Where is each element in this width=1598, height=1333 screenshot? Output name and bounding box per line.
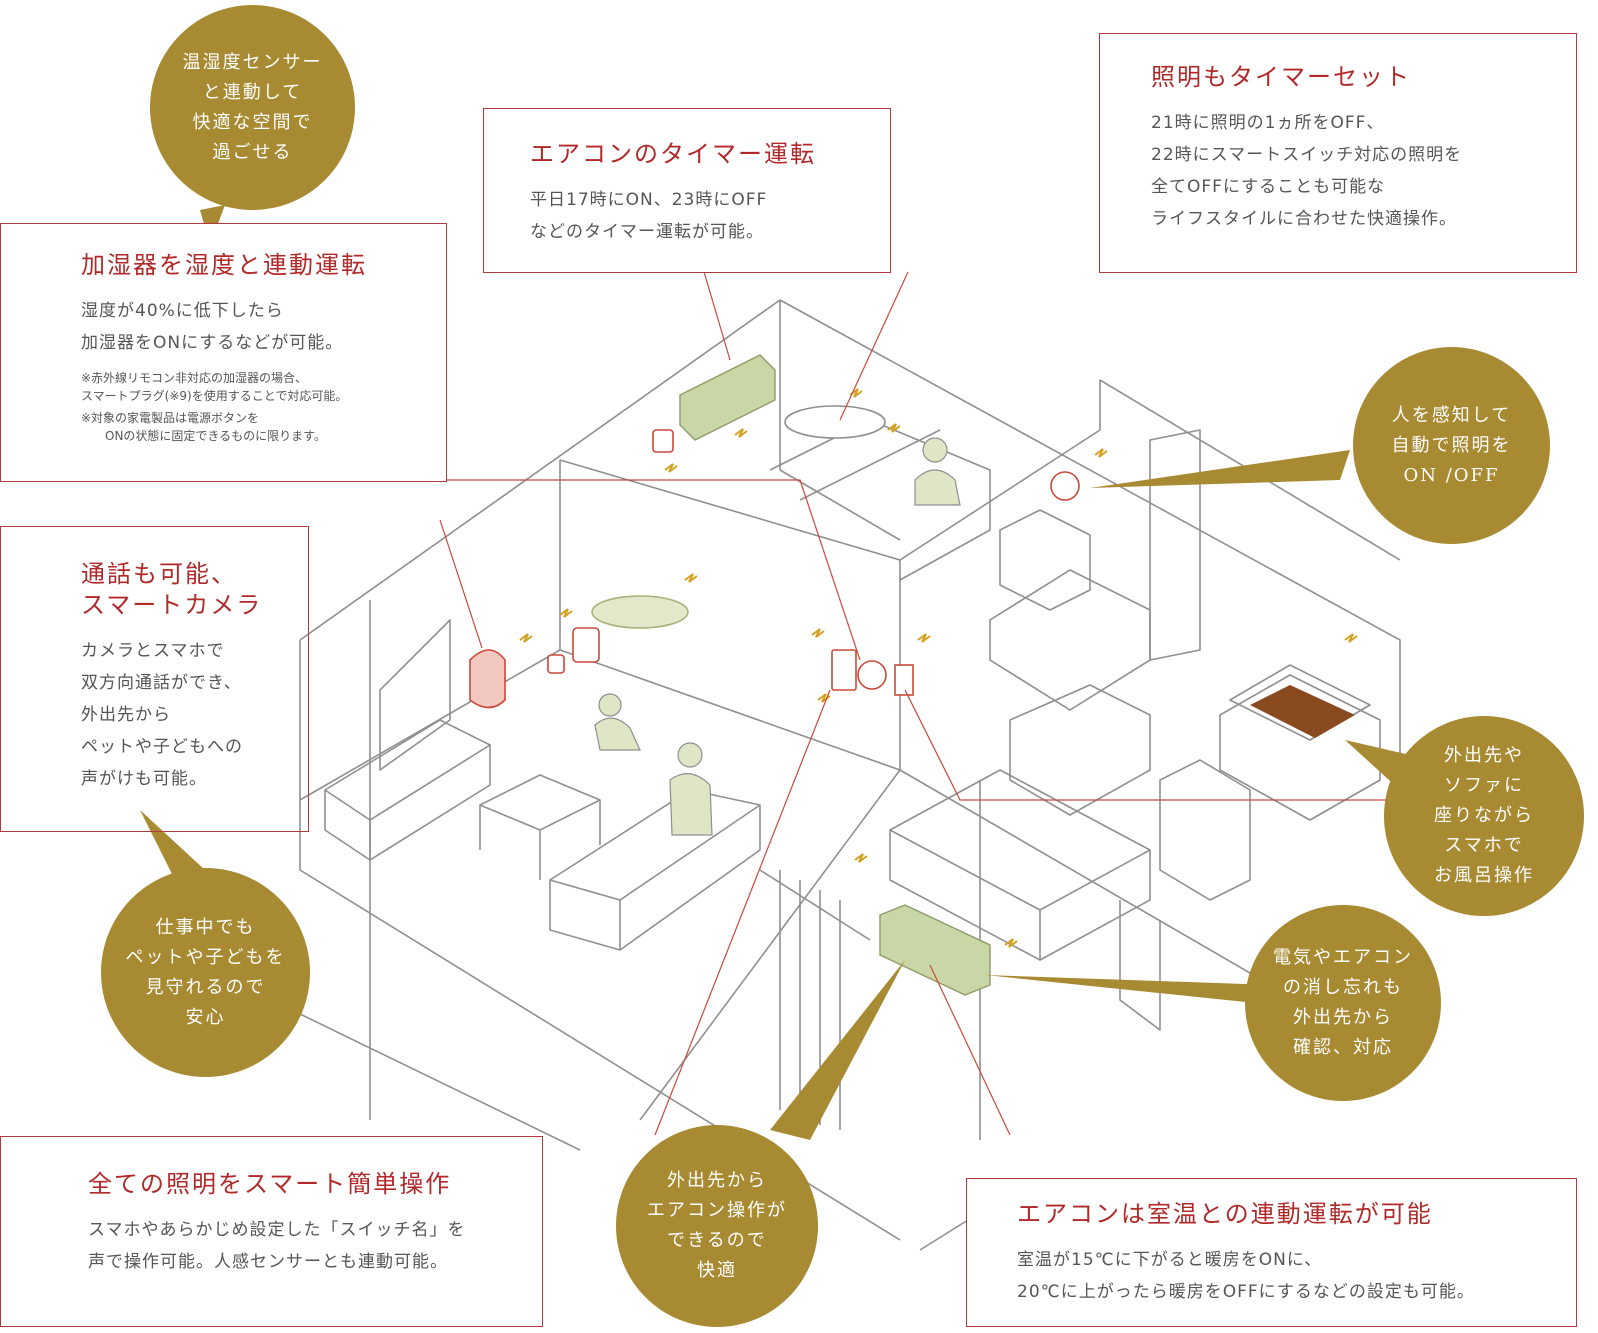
callout-title: エアコンのタイマー運転 xyxy=(530,140,816,168)
smart-camera xyxy=(469,649,506,709)
callout-body: 21時に照明の1ヵ所をOFF、 22時にスマートスイッチ対応の照明を 全てOFF… xyxy=(1151,113,1463,230)
ceiling-light-living xyxy=(591,595,689,629)
callout-light-timer: 照明もタイマーセット 21時に照明の1ヵ所をOFF、 22時にスマートスイッチ対… xyxy=(1099,33,1577,273)
callout-title: 通話も可能、 スマートカメラ xyxy=(81,560,263,620)
callout-title: 加湿器を湿度と連動運転 xyxy=(81,251,367,279)
callout-title: 照明もタイマーセット xyxy=(1151,63,1411,91)
air-conditioner-kitchen xyxy=(879,904,991,996)
bubble-forgot: 電気やエアコン の消し忘れも 外出先から 確認、対応 xyxy=(1245,905,1441,1101)
callout-all-lights: 全ての照明をスマート簡単操作 スマホやあらかじめ設定した「スイッチ名」を 声で操… xyxy=(0,1136,543,1327)
smart-plug-bedroom xyxy=(652,429,674,453)
bubble-remote-ac: 外出先から エアコン操作が できるので 快適 xyxy=(616,1125,818,1327)
callout-body: カメラとスマホで 双方向通話ができ、 外出先から ペットや子どもへの 声がけも可… xyxy=(81,641,243,790)
bubble-motion: 人を感知して 自動で照明を ON /OFF xyxy=(1353,347,1550,544)
person-bed xyxy=(922,437,948,463)
thermo-sensor xyxy=(894,664,914,696)
callout-title: エアコンは室温との連動運転が可能 xyxy=(1017,1200,1433,1228)
callout-body: スマホやあらかじめ設定した「スイッチ名」を 声で操作可能。人感センサーとも連動可… xyxy=(88,1220,466,1273)
person-adult xyxy=(677,742,703,768)
switch-panel xyxy=(831,649,857,691)
bubble-sensor: 温湿度センサー と連動して 快適な空間で 過ごせる xyxy=(150,5,355,210)
bubble-bath: 外出先や ソファに 座りながら スマホで お風呂操作 xyxy=(1384,716,1584,916)
callout-body: 平日17時にON、23時にOFF などのタイマー運転が可能。 xyxy=(530,190,768,243)
person-child xyxy=(598,693,622,717)
callout-title: 全ての照明をスマート簡単操作 xyxy=(88,1170,452,1198)
motion-sensor-living xyxy=(857,660,887,690)
callout-ac-timer: エアコンのタイマー運転 平日17時にON、23時にOFF などのタイマー運転が可… xyxy=(483,108,891,273)
callout-ac-temperature: エアコンは室温との連動運転が可能 室温が15℃に下がると暖房をONに、 20℃に… xyxy=(966,1178,1577,1327)
callout-smart-camera: 通話も可能、 スマートカメラ カメラとスマホで 双方向通話ができ、 外出先から … xyxy=(0,526,309,832)
air-conditioner-bedroom xyxy=(679,354,776,441)
callout-note: ※赤外線リモコン非対応の加湿器の場合、 スマートプラグ(※9)を使用することで対… xyxy=(81,371,348,404)
bathtub-water xyxy=(1250,685,1355,738)
smart-speaker xyxy=(572,627,600,663)
ceiling-light-bedroom xyxy=(784,405,886,439)
motion-sensor-hall xyxy=(1050,471,1080,501)
smart-plug-living xyxy=(547,654,565,674)
callout-humidifier: 加湿器を湿度と連動運転 湿度が40%に低下したら 加湿器をONにするなどが可能。… xyxy=(0,223,447,482)
callout-body: 湿度が40%に低下したら 加湿器をONにするなどが可能。 xyxy=(81,301,344,354)
callout-note: ※対象の家電製品は電源ボタンを ONの状態に固定できるものに限ります。 xyxy=(81,411,326,444)
bubble-watch: 仕事中でも ペットや子どもを 見守れるので 安心 xyxy=(101,868,310,1077)
callout-body: 室温が15℃に下がると暖房をONに、 20℃に上がったら暖房をOFFにするなどの… xyxy=(1017,1250,1475,1303)
